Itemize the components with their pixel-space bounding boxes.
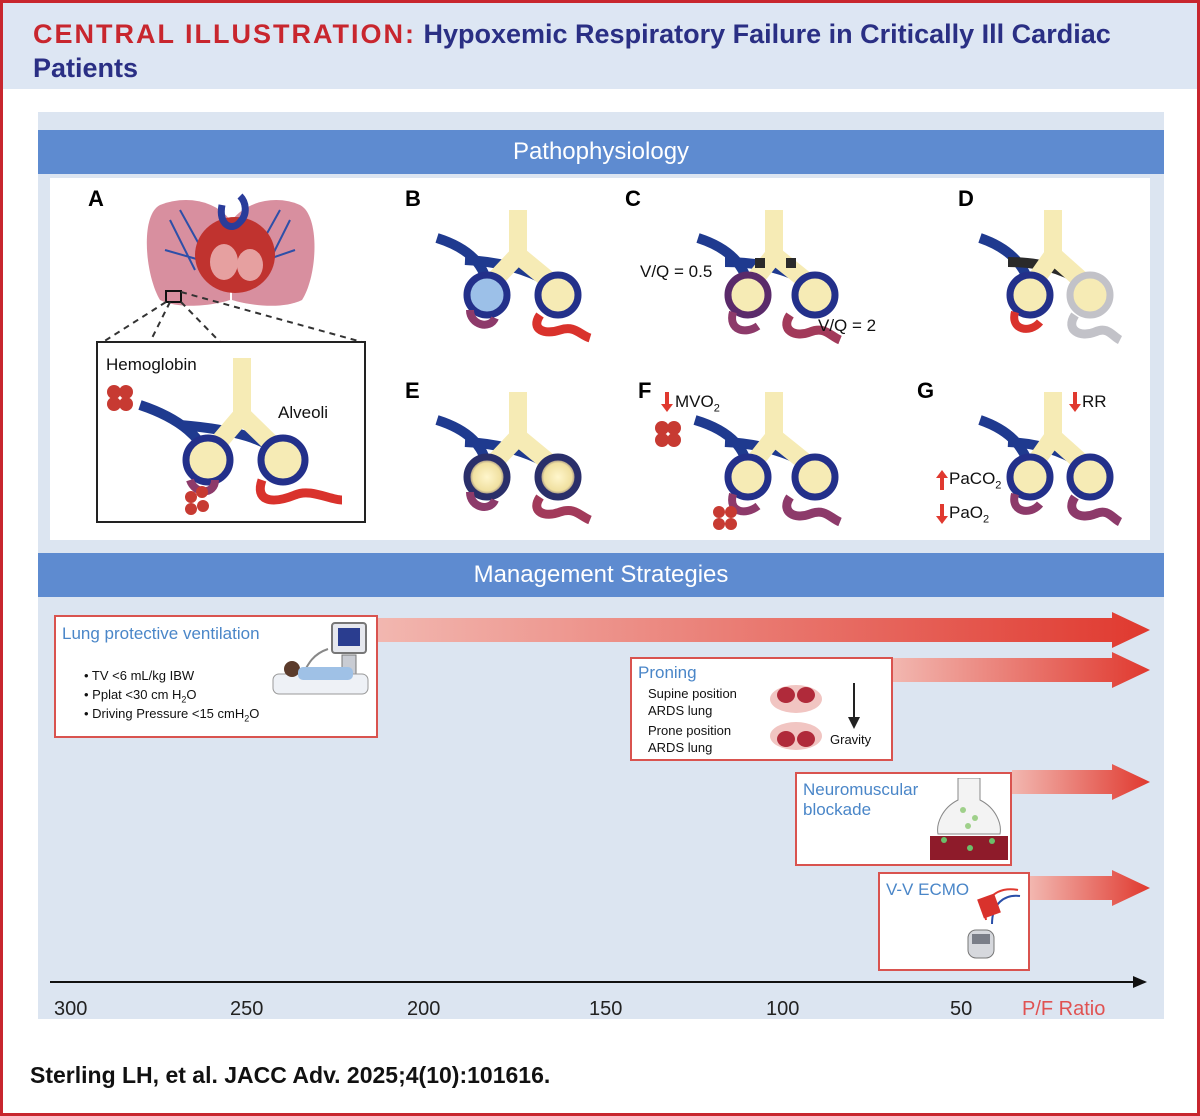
mvo2-label: MVO2	[675, 392, 720, 415]
lung-protective-title: Lung protective ventilation	[62, 624, 260, 643]
pf-axis	[50, 976, 1147, 988]
neuromuscular-title-1: Neuromuscular	[803, 780, 919, 799]
alveolar-unit-c	[696, 210, 842, 345]
panel-letter-g: G	[917, 378, 935, 403]
alveolar-unit-b	[435, 210, 592, 343]
arrow-proning	[893, 652, 1150, 688]
change-arrows	[661, 392, 1081, 524]
management-arrows	[378, 612, 1150, 906]
vq-low-label: V/Q = 0.5	[640, 262, 713, 281]
lung-cross-section-icon	[770, 685, 822, 750]
arrow-ecmo	[1030, 870, 1150, 906]
management-heading: Management Strategies	[38, 553, 1164, 597]
alveolar-unit-g	[978, 392, 1123, 527]
panel-letter-f: F	[638, 378, 652, 403]
lung-protective-bullet-3: • Driving Pressure <15 cmH2O	[84, 706, 260, 724]
hemoglobin-label: Hemoglobin	[106, 355, 197, 374]
ecmo-title: V-V ECMO	[886, 880, 970, 899]
axis-tick-150: 150	[589, 998, 623, 1020]
axis-tick-250: 250	[230, 998, 264, 1020]
panel-letter-b: B	[405, 186, 421, 211]
alveolar-unit-d	[978, 210, 1123, 345]
lung-protective-box: Lung protective ventilation • TV <6 mL/k…	[54, 615, 378, 738]
axis-label: P/F Ratio	[1022, 998, 1106, 1020]
panel-letter-d: D	[958, 186, 974, 211]
pao2-label: PaO2	[949, 503, 990, 526]
gravity-arrow-icon	[848, 683, 860, 729]
arrow-lung-protective	[378, 612, 1150, 648]
figure-title: CENTRAL ILLUSTRATION: Hypoxemic Respirat…	[33, 17, 1173, 85]
alveolar-unit-e	[435, 392, 592, 525]
panel-letter-e: E	[405, 378, 420, 403]
proning-title: Proning	[638, 663, 697, 682]
axis-tick-200: 200	[407, 998, 441, 1020]
alveoli-label: Alveoli	[278, 403, 329, 422]
proning-box: Proning Supine position ARDS lung Prone …	[630, 657, 893, 761]
gravity-label: Gravity	[830, 732, 872, 747]
rr-label: RR	[1082, 392, 1107, 411]
ecmo-box: V-V ECMO	[878, 872, 1030, 971]
ecmo-device-icon	[967, 888, 1021, 959]
pathophysiology-heading: Pathophysiology	[38, 130, 1164, 174]
ards-label-2: ARDS lung	[648, 740, 713, 755]
hemoglobin-icon	[107, 385, 133, 411]
axis-tick-50: 50	[950, 998, 973, 1020]
title-band: CENTRAL ILLUSTRATION: Hypoxemic Respirat…	[3, 3, 1197, 89]
lung-protective-bullet-1: • TV <6 mL/kg IBW	[84, 668, 195, 683]
arrow-neuromuscular	[1012, 764, 1150, 800]
neuromuscular-title-2: blockade	[803, 800, 872, 819]
axis-tick-100: 100	[766, 998, 800, 1020]
panel-letter-a: A	[88, 186, 104, 211]
title-rest: Hypoxemic Respiratory Failure in Critica…	[33, 19, 1111, 83]
synapse-icon	[930, 778, 1008, 860]
alveolar-unit-f	[655, 392, 842, 530]
lungs-heart-icon	[146, 193, 315, 306]
panel-letter-c: C	[625, 186, 641, 211]
axis-tick-300: 300	[54, 998, 88, 1020]
citation: Sterling LH, et al. JACC Adv. 2025;4(10)…	[30, 1062, 551, 1088]
ards-label-1: ARDS lung	[648, 703, 713, 718]
prone-label: Prone position	[648, 723, 732, 738]
supine-label: Supine position	[648, 686, 737, 701]
paco2-label: PaCO2	[949, 469, 1002, 492]
ventilator-patient-icon	[272, 622, 369, 695]
alveolar-unit-a	[138, 358, 343, 515]
lung-protective-bullet-2: • Pplat <30 cm H2O	[84, 687, 197, 705]
vq-high-label: V/Q = 2	[818, 316, 877, 335]
zoom-lines	[102, 291, 363, 343]
neuromuscular-box: Neuromuscular blockade	[795, 772, 1012, 866]
title-lead: CENTRAL ILLUSTRATION:	[33, 19, 416, 49]
